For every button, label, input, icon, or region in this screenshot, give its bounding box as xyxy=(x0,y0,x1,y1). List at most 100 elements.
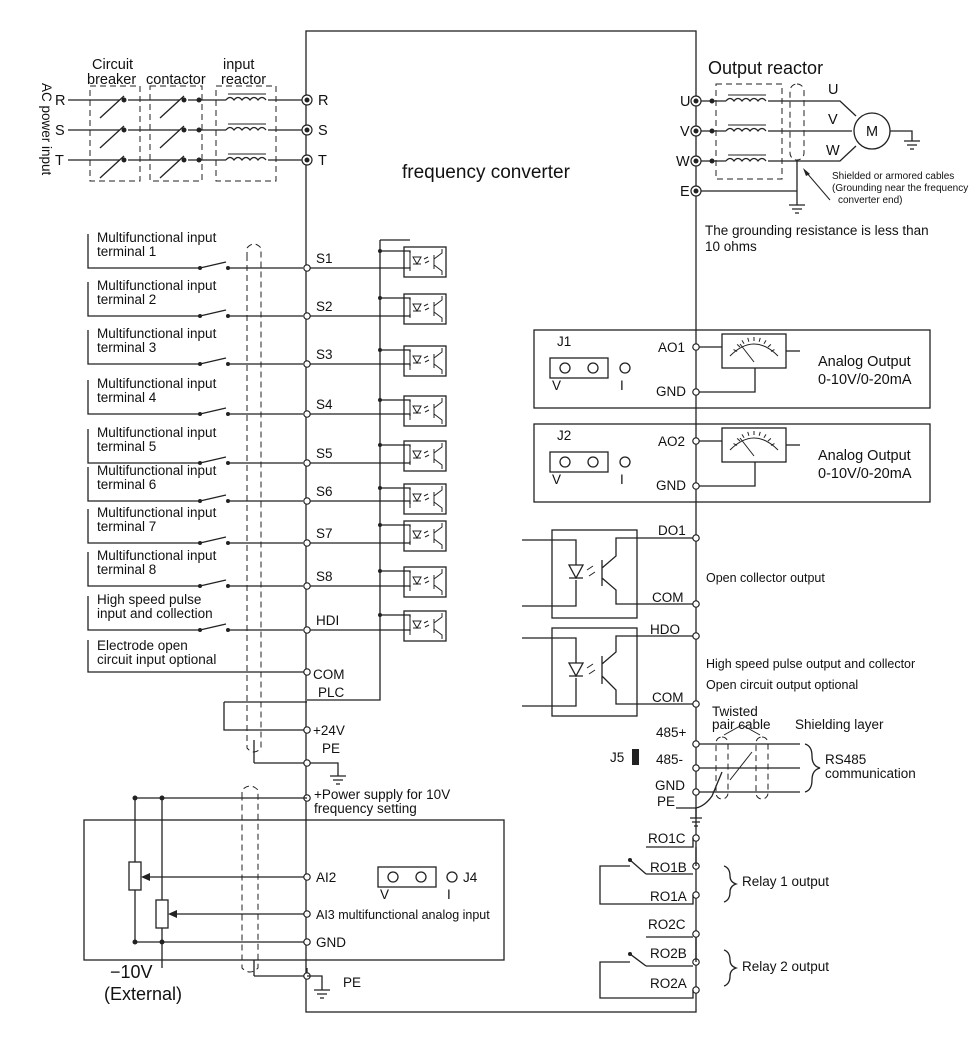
digital-outputs-section: DO1 COM Open collector output HDO COM Hi… xyxy=(522,523,915,717)
terminal-t-label: T xyxy=(318,153,327,169)
output-reactor-label: Output reactor xyxy=(708,58,823,78)
input-label-6-line2: terminal 6 xyxy=(97,477,156,492)
input-label-8-line1: Multifunctional input xyxy=(97,548,217,563)
terminal-s7 xyxy=(303,539,311,547)
terminal-w-label: W xyxy=(676,154,690,170)
j2-v-label: V xyxy=(552,472,561,487)
input-optocoupler-2 xyxy=(403,293,447,325)
reactor-label-2: reactor xyxy=(221,72,266,88)
analog-output-box-2 xyxy=(533,423,931,503)
ac-power-input-label: AC power input xyxy=(39,83,54,176)
ro2a-label: RO2A xyxy=(650,976,687,991)
input-label-1-line2: terminal 1 xyxy=(97,244,156,259)
ext-label: (External) xyxy=(104,984,182,1004)
analog-output-box-1 xyxy=(533,329,931,409)
phase-r-label: R xyxy=(55,93,65,109)
j2-jumper[interactable] xyxy=(549,451,609,473)
phase-s-label: S xyxy=(55,123,65,139)
reactor-label-1: input xyxy=(223,57,254,73)
ai3-terminal-label: AI3 multifunctional analog input xyxy=(316,908,490,922)
ro2b-label: RO2B xyxy=(650,946,687,961)
j5-label: J5 xyxy=(610,750,624,765)
power-supply-label-2: frequency setting xyxy=(314,801,417,816)
relay2-desc: Relay 2 output xyxy=(742,959,829,974)
motor-u-label: U xyxy=(828,82,838,98)
cable-note-3: converter end) xyxy=(838,195,902,206)
ao1-desc-1: Analog Output xyxy=(818,354,911,370)
power-supply-label-1: +Power supply for 10V xyxy=(314,787,450,802)
motor-label: M xyxy=(866,124,878,140)
terminal-e-label: E xyxy=(680,184,690,200)
terminal-s4-label: S4 xyxy=(316,397,333,412)
plc-terminal-label: PLC xyxy=(318,685,345,700)
electrode-note-1: Electrode open xyxy=(97,638,188,653)
j2-i-label: I xyxy=(620,472,624,487)
terminal-s1-label: S1 xyxy=(316,251,333,266)
analog-input-section: +Power supply for 10V frequency setting … xyxy=(83,785,505,1004)
rs485-desc-1: RS485 xyxy=(825,752,866,767)
terminal-s-label: S xyxy=(318,123,328,139)
gnd-analog-label: GND xyxy=(316,935,346,950)
twisted-label-1: Twisted xyxy=(712,704,758,719)
ext-voltage-label: −10V xyxy=(110,962,153,982)
terminal-r-label: R xyxy=(318,93,328,109)
j1-label: J1 xyxy=(557,334,571,349)
pe-terminal-label: PE xyxy=(322,741,340,756)
input-optocoupler-8 xyxy=(403,566,447,598)
ao2-desc-1: Analog Output xyxy=(818,448,911,464)
input-label-5-line2: terminal 5 xyxy=(97,439,156,454)
j1-jumper[interactable] xyxy=(549,357,609,379)
do1-label: DO1 xyxy=(658,523,686,538)
ao2-desc-2: 0-10V/0-20mA xyxy=(818,466,912,482)
terminal-u-label: U xyxy=(680,94,690,110)
com2-label: COM xyxy=(652,690,684,705)
input-optocoupler-7 xyxy=(403,520,447,552)
common-terminals: Electrode open circuit input optional CO… xyxy=(87,240,381,785)
digital-inputs-section: Multifunctional input terminal 1 S1Multifu… xyxy=(87,230,447,642)
rs485-gnd-label: GND xyxy=(655,778,685,793)
terminal-s5-label: S5 xyxy=(316,446,333,461)
j4-v-label: V xyxy=(380,887,389,902)
j4-i-label: I xyxy=(447,887,451,902)
com-terminal-label: COM xyxy=(313,667,345,682)
j4-jumper[interactable] xyxy=(377,866,437,888)
terminal-hdi-label: HDI xyxy=(316,613,339,628)
breaker-label-2: breaker xyxy=(87,72,136,88)
input-label-7-line1: Multifunctional input xyxy=(97,505,217,520)
contactor-label: contactor xyxy=(146,72,206,88)
rs485-desc-2: communication xyxy=(825,766,916,781)
relay1-desc: Relay 1 output xyxy=(742,874,829,889)
input-label-7-line2: terminal 7 xyxy=(97,519,156,534)
j4-label: J4 xyxy=(463,870,478,885)
input-label-9-line1: High speed pulse xyxy=(97,592,201,607)
rs485-pe-label: PE xyxy=(657,794,675,809)
ro2c-label: RO2C xyxy=(648,917,686,932)
input-reactor-dashed-box xyxy=(215,85,277,182)
relays-section: RO1C RO1B RO1A Relay 1 output RO2C RO2B … xyxy=(599,831,829,999)
terminal-s1 xyxy=(303,264,311,272)
input-label-9-line2: input and collection xyxy=(97,606,213,621)
hdo-desc-1: High speed pulse output and collector xyxy=(706,657,915,671)
terminal-s8-label: S8 xyxy=(316,569,333,584)
input-optocoupler-4 xyxy=(403,395,447,427)
breaker-dashed-box xyxy=(89,85,141,182)
input-label-5-line1: Multifunctional input xyxy=(97,425,217,440)
terminal-hdi xyxy=(303,626,311,634)
contactor-dashed-box xyxy=(149,85,203,182)
ao1-gnd-label: GND xyxy=(656,384,686,399)
motor-w-label: W xyxy=(826,143,840,159)
input-optocoupler-9 xyxy=(403,610,447,642)
hdo-optocoupler xyxy=(551,627,638,717)
input-label-2-line1: Multifunctional input xyxy=(97,278,217,293)
rs485-minus-label: 485- xyxy=(656,752,683,767)
com1-label: COM xyxy=(652,590,684,605)
ro1b-label: RO1B xyxy=(650,860,687,875)
terminal-s6-label: S6 xyxy=(316,484,333,499)
input-label-4-line2: terminal 4 xyxy=(97,390,157,405)
ao1-desc-2: 0-10V/0-20mA xyxy=(818,372,912,388)
input-optocoupler-1 xyxy=(403,246,447,278)
ro1a-label: RO1A xyxy=(650,889,687,904)
hdo-desc-2: Open circuit output optional xyxy=(706,678,858,692)
motor-v-label: V xyxy=(828,112,838,128)
j5-resistor[interactable] xyxy=(632,749,639,765)
